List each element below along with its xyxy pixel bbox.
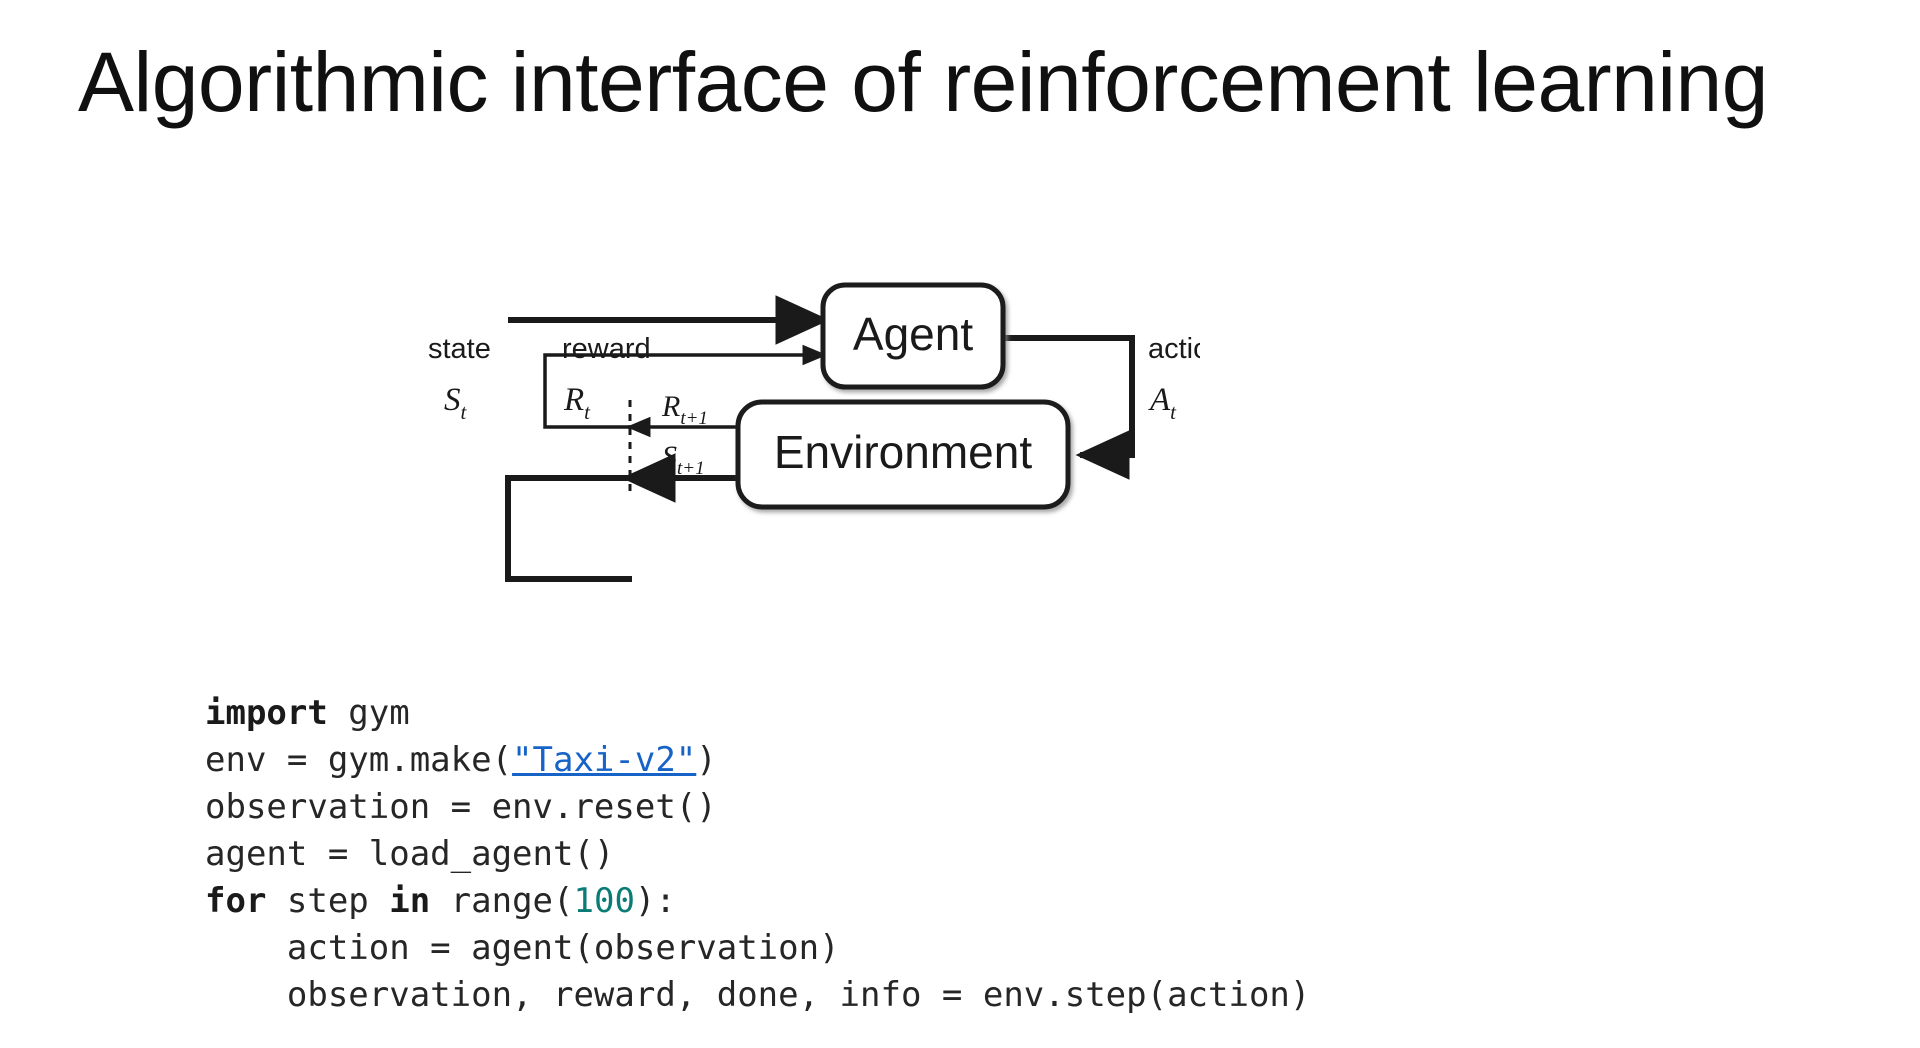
next-reward-label: Rt+1 (661, 390, 708, 429)
code-token: 100 (573, 881, 635, 921)
agent-node-label: Agent (853, 308, 973, 360)
state-label: state St (428, 333, 491, 424)
agent-node: Agent (820, 282, 1006, 390)
rl-loop-diagram: Agent Environment state St reward Rt act… (380, 250, 1200, 640)
code-line: observation = env.reset() (205, 784, 1310, 831)
reward-label-symbol: Rt (563, 382, 591, 424)
next-state-label: St+1 (662, 440, 705, 479)
code-token: agent = load_agent() (205, 834, 615, 874)
reward-label: reward Rt (562, 333, 651, 424)
code-token: import (205, 693, 328, 733)
code-token: range( (430, 881, 574, 921)
code-token: env = gym.make( (205, 740, 513, 780)
action-edge (1000, 335, 1135, 480)
reward-label-word: reward (562, 333, 651, 365)
code-line: for step in range(100): (205, 878, 1310, 925)
code-line: env = gym.make("Taxi-v2") (205, 737, 1310, 784)
environment-node: Environment (735, 399, 1071, 510)
code-token: step (266, 881, 390, 921)
reward-edge (543, 344, 828, 429)
code-token: observation, reward, done, info = env.st… (205, 975, 1311, 1015)
code-token: observation = env.reset() (205, 787, 717, 827)
code-token: in (389, 881, 431, 921)
code-line: observation, reward, done, info = env.st… (205, 972, 1311, 1019)
state-edge (505, 295, 830, 582)
action-label-symbol: At (1148, 382, 1177, 424)
code-line: agent = load_agent() (205, 831, 1310, 878)
code-token: ): (634, 881, 676, 921)
state-label-symbol: St (444, 382, 468, 424)
code-line: import gym (205, 690, 1310, 737)
state-label-word: state (428, 333, 491, 365)
code-token: ) (696, 740, 717, 780)
code-env-id-link[interactable]: "Taxi-v2" (512, 740, 697, 780)
action-label: action At (1148, 333, 1200, 424)
code-token: for (205, 881, 267, 921)
action-label-word: action (1148, 333, 1200, 365)
page-title: Algorithmic interface of reinforcement l… (78, 35, 1768, 129)
code-token: action = agent(observation) (205, 928, 840, 968)
code-line: action = agent(observation) (205, 925, 1310, 972)
code-token: gym (327, 693, 410, 733)
environment-node-label: Environment (774, 426, 1032, 478)
